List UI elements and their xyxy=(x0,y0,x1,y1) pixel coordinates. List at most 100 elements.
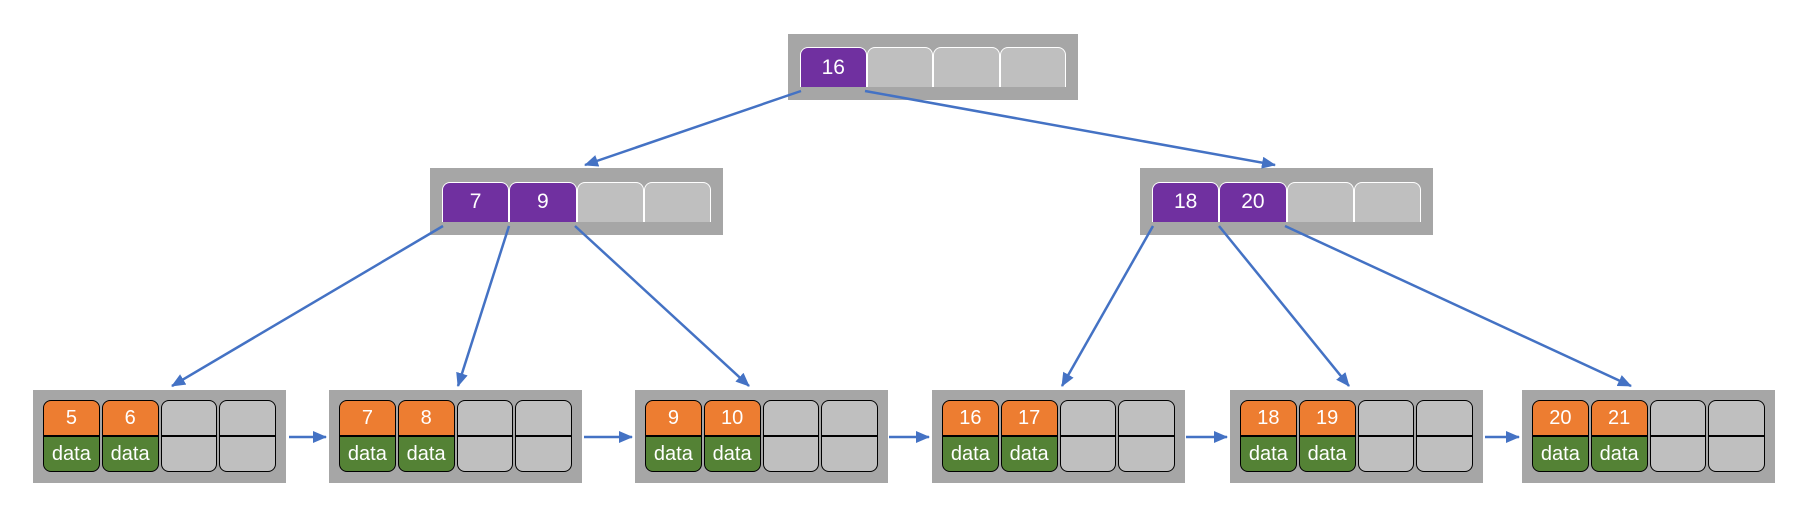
leaf-key-cell: 6 xyxy=(101,400,159,436)
edge-internal-right-to-leaf-6 xyxy=(1284,224,1632,388)
leaf-data-cell: data xyxy=(339,436,396,472)
leaf-slot xyxy=(219,400,276,473)
leaf-slot: 8 data xyxy=(397,400,455,473)
edge-internal-left-to-leaf-2 xyxy=(456,225,511,387)
leaf-slot: 19 data xyxy=(1298,400,1356,473)
internal-key-cell: 9 xyxy=(509,181,577,222)
empty-cell xyxy=(1649,436,1707,472)
btree-leaf-node-4: 16 data 17 data xyxy=(932,390,1185,483)
leaf-slot: 18 data xyxy=(1240,400,1297,473)
edge-root-to-internal-left xyxy=(584,89,802,167)
leaf-slot xyxy=(160,400,218,473)
leaf-slot xyxy=(456,400,514,473)
edge-internal-right-to-leaf-5 xyxy=(1218,225,1350,387)
leaf-data-cell: data xyxy=(43,436,100,472)
leaf-slot xyxy=(1118,400,1175,473)
internal-key-cell: 20 xyxy=(1219,181,1287,222)
empty-cell xyxy=(1357,436,1415,472)
leaf-data-cell: data xyxy=(942,436,999,472)
leaf-data-cell: data xyxy=(1590,436,1648,472)
leaf-data-cell: data xyxy=(397,436,455,472)
empty-cell xyxy=(456,400,514,436)
empty-cell xyxy=(160,400,218,436)
leaf-slot xyxy=(821,400,878,473)
empty-cell xyxy=(1353,181,1421,222)
empty-cell xyxy=(1416,436,1473,472)
empty-cell xyxy=(576,181,644,222)
empty-cell xyxy=(1357,400,1415,436)
empty-cell xyxy=(1708,436,1765,472)
empty-cell xyxy=(999,47,1066,87)
leaf-data-cell: data xyxy=(1000,436,1058,472)
leaf-slot: 7 data xyxy=(339,400,396,473)
leaf-slot: 10 data xyxy=(703,400,761,473)
leaf-key-cell: 8 xyxy=(397,400,455,436)
leaf-slot xyxy=(1708,400,1765,473)
leaf-key-cell: 10 xyxy=(703,400,761,436)
leaf-key-cell: 19 xyxy=(1298,400,1356,436)
empty-cell xyxy=(219,436,276,472)
leaf-key-cell: 16 xyxy=(942,400,999,436)
empty-cell xyxy=(160,436,218,472)
leaf-key-cell: 21 xyxy=(1590,400,1648,436)
empty-cell xyxy=(1416,400,1473,436)
empty-cell xyxy=(762,400,820,436)
empty-cell xyxy=(1059,400,1117,436)
empty-cell xyxy=(821,400,878,436)
leaf-data-cell: data xyxy=(703,436,761,472)
empty-cell xyxy=(762,436,820,472)
empty-cell xyxy=(1708,400,1765,436)
leaf-key-cell: 5 xyxy=(43,400,100,436)
leaf-slot: 21 data xyxy=(1590,400,1648,473)
btree-root-node: 16 xyxy=(788,34,1078,100)
empty-cell xyxy=(219,400,276,436)
leaf-slot xyxy=(515,400,572,473)
empty-cell xyxy=(515,436,572,472)
empty-cell xyxy=(515,400,572,436)
empty-cell xyxy=(821,436,878,472)
internal-key-cell: 7 xyxy=(442,181,510,222)
leaf-key-cell: 20 xyxy=(1532,400,1589,436)
empty-cell xyxy=(866,47,933,87)
root-key-cell: 16 xyxy=(800,47,867,87)
empty-cell xyxy=(1649,400,1707,436)
btree-internal-node-right: 18 20 xyxy=(1140,168,1433,235)
btree-leaf-node-6: 20 data 21 data xyxy=(1522,390,1775,483)
leaf-slot: 17 data xyxy=(1000,400,1058,473)
leaf-data-cell: data xyxy=(1240,436,1297,472)
leaf-key-cell: 17 xyxy=(1000,400,1058,436)
leaf-slot: 9 data xyxy=(645,400,702,473)
leaf-key-cell: 18 xyxy=(1240,400,1297,436)
edge-root-to-internal-right xyxy=(864,89,1276,169)
empty-cell xyxy=(456,436,514,472)
leaf-slot xyxy=(1416,400,1473,473)
edge-internal-left-to-leaf-3 xyxy=(574,225,750,387)
empty-cell xyxy=(933,47,1000,87)
leaf-slot xyxy=(1649,400,1707,473)
btree-internal-node-left: 7 9 xyxy=(430,168,723,235)
edge-internal-right-to-leaf-4 xyxy=(1060,225,1155,387)
btree-leaf-node-2: 7 data 8 data xyxy=(329,390,582,483)
empty-cell xyxy=(1059,436,1117,472)
leaf-slot xyxy=(1357,400,1415,473)
internal-key-cell: 18 xyxy=(1152,181,1220,222)
btree-leaf-node-1: 5 data 6 data xyxy=(33,390,286,483)
empty-cell xyxy=(643,181,711,222)
leaf-data-cell: data xyxy=(645,436,702,472)
edge-internal-left-to-leaf-1 xyxy=(171,224,444,388)
btree-leaf-node-3: 9 data 10 data xyxy=(635,390,888,483)
leaf-slot xyxy=(1059,400,1117,473)
leaf-data-cell: data xyxy=(101,436,159,472)
leaf-data-cell: data xyxy=(1298,436,1356,472)
leaf-data-cell: data xyxy=(1532,436,1589,472)
empty-cell xyxy=(1118,436,1175,472)
leaf-slot: 6 data xyxy=(101,400,159,473)
empty-cell xyxy=(1286,181,1354,222)
empty-cell xyxy=(1118,400,1175,436)
leaf-slot: 16 data xyxy=(942,400,999,473)
leaf-slot xyxy=(762,400,820,473)
leaf-key-cell: 9 xyxy=(645,400,702,436)
btree-leaf-node-5: 18 data 19 data xyxy=(1230,390,1483,483)
leaf-slot: 20 data xyxy=(1532,400,1589,473)
